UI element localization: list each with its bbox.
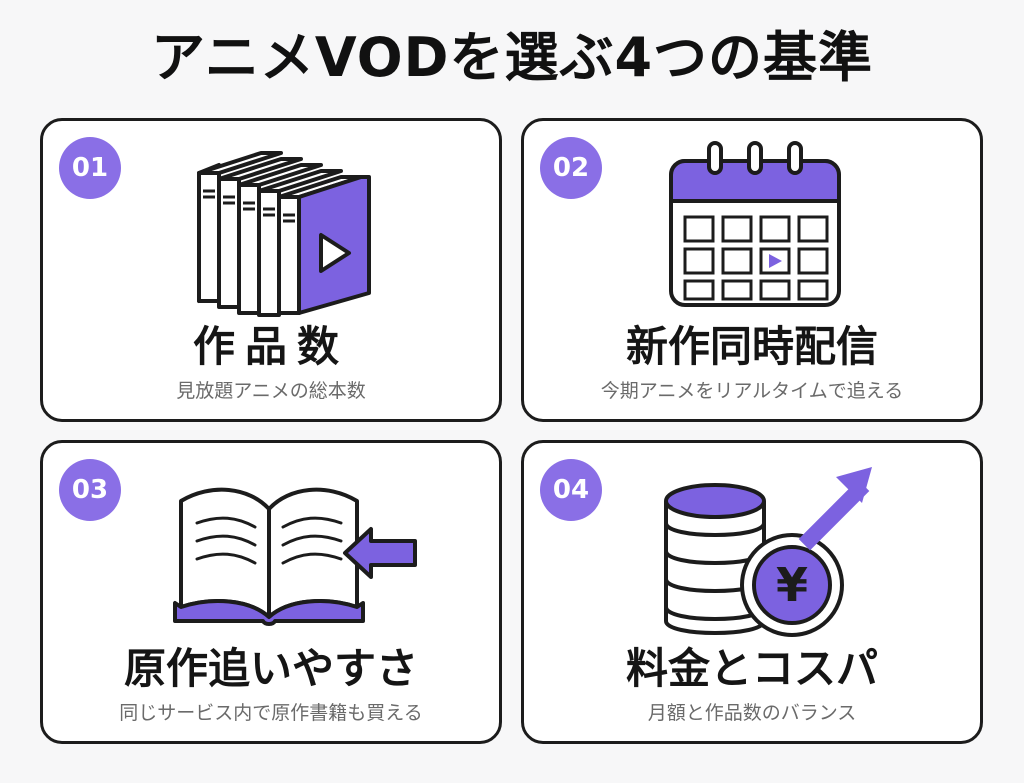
card-title: 原作追いやすさ — [123, 644, 418, 693]
card-title: 作品数 — [192, 322, 349, 371]
criteria-card-1: 01 作品数 見放題アニメの総本数 — [40, 118, 502, 422]
criteria-card-4: 04 ¥ 料金とコスパ 月額と作品数のバランス — [521, 440, 983, 744]
card-subtitle: 見放題アニメの総本数 — [176, 380, 366, 402]
card-number-badge: 01 — [59, 137, 121, 199]
svg-text:¥: ¥ — [776, 558, 808, 612]
card-title: 新作同時配信 — [625, 322, 878, 371]
criteria-card-3: 03 原作追いやすさ 同じサービス内で原作書籍も買える — [40, 440, 502, 744]
open-book-arrow-icon — [173, 487, 417, 626]
coins-yen-growth-icon: ¥ — [664, 467, 872, 637]
card-number-badge: 04 — [540, 459, 602, 521]
card-number-badge: 03 — [59, 459, 121, 521]
card-subtitle: 月額と作品数のバランス — [647, 702, 857, 724]
card-subtitle: 同じサービス内で原作書籍も買える — [119, 702, 423, 724]
page-title: アニメVODを選ぶ4つの基準 — [150, 26, 874, 89]
card-subtitle: 今期アニメをリアルタイムで追える — [600, 380, 904, 402]
video-library-icon — [197, 151, 371, 317]
calendar-play-icon — [669, 141, 841, 307]
card-title: 料金とコスパ — [625, 644, 878, 693]
criteria-card-2: 02 新作同時配信 今期アニメをリアルタイムで追える — [521, 118, 983, 422]
card-number-badge: 02 — [540, 137, 602, 199]
